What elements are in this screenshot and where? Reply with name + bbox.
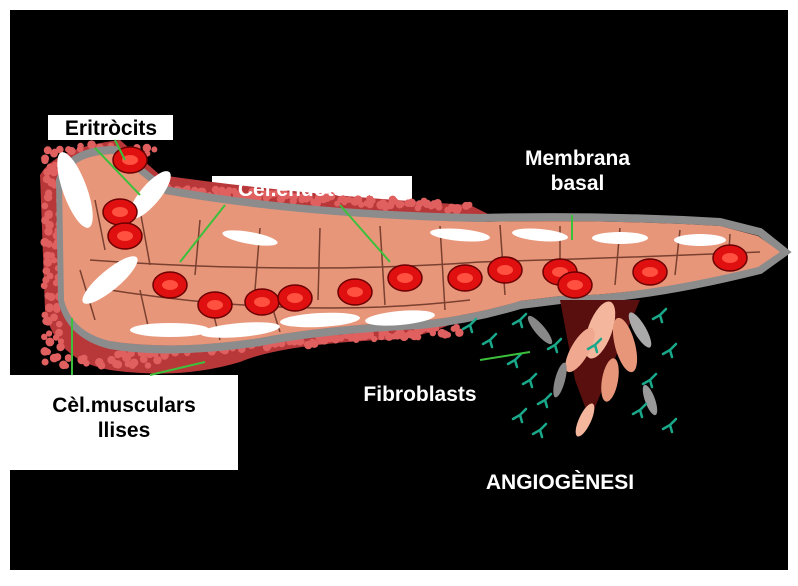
muscle-dot (366, 201, 373, 208)
muscle-dot (52, 162, 59, 169)
erythrocyte-center (287, 293, 303, 303)
erythrocyte-center (497, 265, 513, 275)
muscle-dot (296, 339, 302, 345)
muscle-dot (98, 362, 106, 370)
erythrocyte-center (112, 207, 128, 217)
muscle-dot (44, 227, 53, 236)
muscle-dot (83, 360, 90, 367)
label-angiogenesi: ANGIOGÈNESI (455, 470, 665, 495)
muscle-dot (45, 303, 54, 312)
label-eritrocits-text: Eritròcits (50, 116, 172, 141)
erythrocyte-center (642, 267, 658, 277)
muscle-dot (44, 349, 51, 356)
label-musculars-line2: llises (14, 418, 234, 443)
label-membrana-basal: Membrana basal (515, 146, 640, 196)
label-eritrocits: Eritròcits (50, 116, 172, 141)
erythrocyte-center (162, 280, 178, 290)
label-endotelials-text: Cèl.endotelials (214, 177, 410, 202)
label-musculars-line1: Cèl.musculars (14, 393, 234, 418)
muscle-dot (43, 258, 52, 267)
muscle-dot (50, 354, 59, 363)
muscle-dot (45, 240, 52, 247)
label-musculars: Cèl.musculars llises (14, 393, 234, 443)
erythrocyte-center (207, 300, 223, 310)
erythrocyte-center (117, 231, 133, 241)
muscle-dot (151, 146, 157, 152)
muscle-dot (445, 332, 451, 338)
muscle-dot (41, 202, 48, 209)
muscle-dot (371, 336, 377, 342)
muscle-dot (53, 334, 59, 340)
endothelial-nucleus (674, 234, 726, 246)
muscle-dot (45, 338, 54, 347)
muscle-dot (140, 355, 148, 363)
erythrocyte-center (397, 273, 413, 283)
muscle-dot (466, 202, 472, 208)
endothelial-nucleus (592, 232, 648, 244)
muscle-dot (53, 306, 60, 313)
muscle-dot (42, 317, 49, 324)
muscle-dot (114, 360, 122, 368)
muscle-dot (358, 201, 364, 207)
muscle-dot (143, 144, 151, 152)
muscle-dot (41, 334, 47, 340)
muscle-dot (50, 314, 58, 322)
muscle-dot (309, 339, 315, 345)
label-endotelials: Cèl.endotelials (214, 177, 410, 202)
muscle-dot (77, 143, 83, 149)
muscle-dot (153, 356, 161, 364)
muscle-dot (50, 167, 59, 176)
erythrocyte-center (722, 253, 738, 263)
muscle-dot (44, 193, 52, 201)
label-fibroblasts: Fibroblasts (340, 382, 500, 407)
muscle-dot (87, 140, 96, 149)
erythrocyte-center (457, 273, 473, 283)
erythrocyte-center (567, 280, 583, 290)
erythrocyte-center (347, 287, 363, 297)
muscle-dot (42, 358, 49, 365)
label-fibroblasts-text: Fibroblasts (340, 382, 500, 407)
muscle-dot (130, 358, 138, 366)
endothelial-nucleus (130, 323, 210, 337)
muscle-dot (399, 201, 405, 207)
muscle-dot (47, 293, 55, 301)
label-membrana-line2: basal (515, 171, 640, 196)
muscle-dot (56, 343, 64, 351)
muscle-dot (63, 363, 69, 369)
erythrocyte-center (254, 297, 270, 307)
muscle-dot (68, 147, 76, 155)
label-membrana-line1: Membrana (515, 146, 640, 171)
muscle-dot (41, 282, 48, 289)
muscle-dot (453, 204, 462, 213)
label-angiogenesi-text: ANGIOGÈNESI (455, 470, 665, 495)
muscle-dot (41, 157, 48, 164)
muscle-dot (56, 321, 63, 328)
muscle-dot (435, 204, 442, 211)
muscle-dot (145, 362, 151, 368)
